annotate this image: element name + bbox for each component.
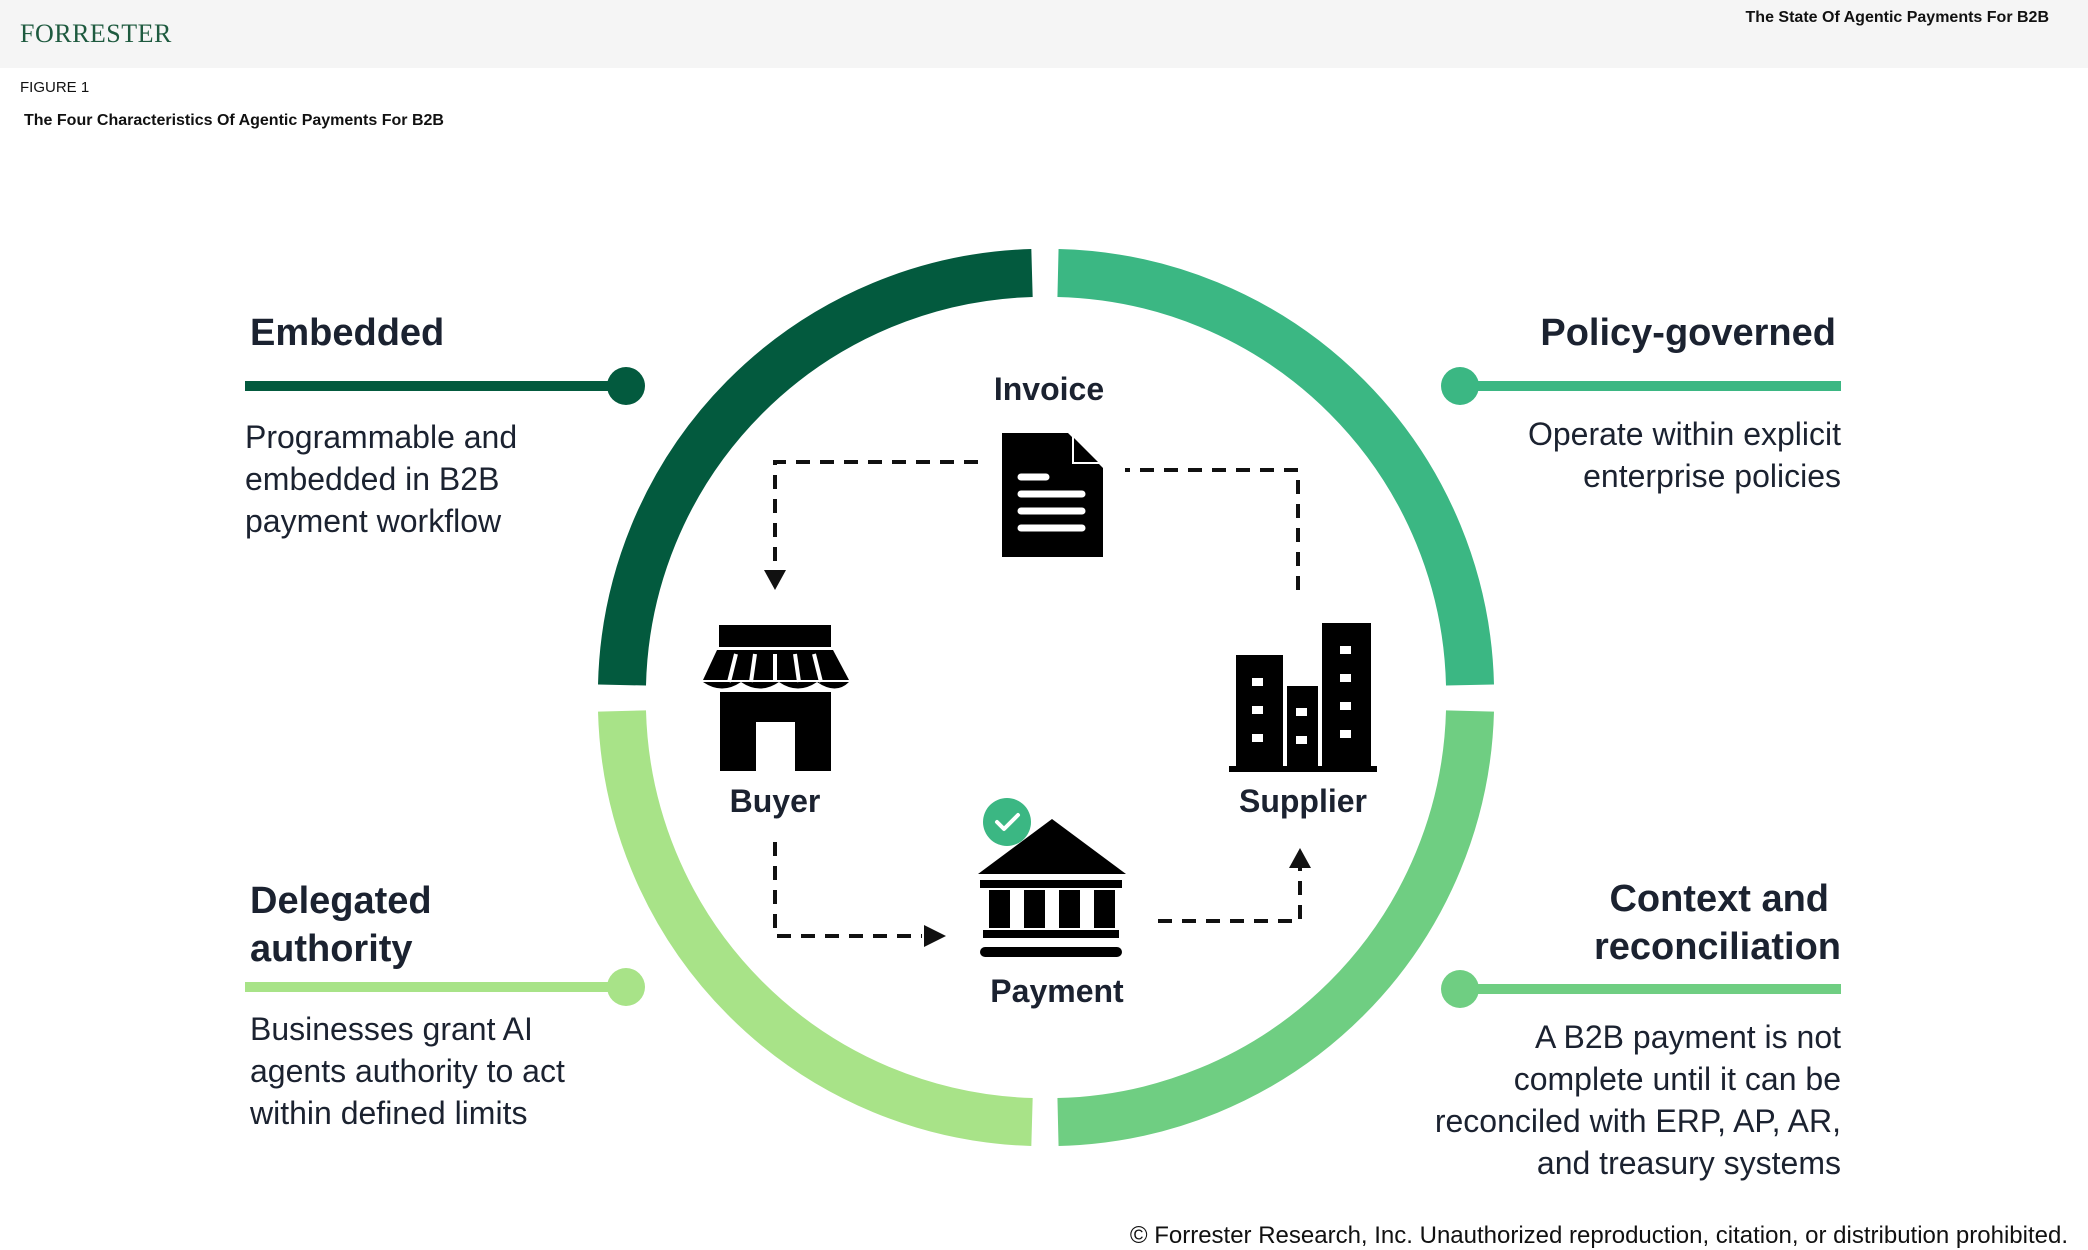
context-heading-line: Context and	[1609, 878, 1829, 920]
figure-label: FIGURE 1	[20, 79, 90, 96]
arrowhead-buyer	[764, 570, 786, 590]
forrester-logo: FORRESTER	[20, 19, 172, 48]
arrowhead-payment	[924, 925, 946, 947]
delegated-desc-line: agents authority to act	[250, 1053, 565, 1089]
buildings-icon	[1229, 623, 1377, 772]
embedded-heading: Embedded	[250, 312, 445, 354]
embedded-desc-line: embedded in B2B	[245, 461, 500, 497]
context-heading-line: reconciliation	[1593, 926, 1841, 968]
ring-embedded-arc	[598, 249, 1033, 686]
policy-governed-description: Operate within explicit enterprise polic…	[1528, 413, 1841, 497]
delegated-desc-line: Businesses grant AI	[250, 1011, 533, 1047]
context-desc-line: reconciled with ERP, AP, AR,	[1434, 1103, 1841, 1139]
arrow-buyer-to-payment	[773, 842, 922, 938]
delegated-desc-line: within defined limits	[250, 1095, 528, 1131]
context-desc-line: A B2B payment is not	[1535, 1019, 1841, 1055]
figure-title: The Four Characteristics Of Agentic Paym…	[24, 112, 444, 129]
context-reconciliation-heading: Context and reconciliation	[1594, 875, 1841, 971]
bank-icon	[978, 819, 1126, 957]
context-connector	[1441, 970, 1841, 1008]
document-icon	[1002, 433, 1103, 557]
payment-label: Payment	[990, 973, 1124, 1009]
context-desc-line: and treasury systems	[1536, 1145, 1841, 1181]
supplier-label: Supplier	[1238, 783, 1367, 819]
buyer-label: Buyer	[729, 783, 821, 819]
embedded-desc-line: Programmable and	[245, 419, 518, 455]
arrow-payment-to-supplier	[1158, 868, 1302, 923]
copyright-notice: © Forrester Research, Inc. Unauthorized …	[1129, 1222, 2068, 1249]
arrow-invoice-to-buyer	[773, 460, 978, 568]
policy-desc-line: enterprise policies	[1583, 458, 1841, 494]
checkmark-icon	[983, 798, 1031, 846]
arrowhead-supplier	[1289, 848, 1311, 868]
ring-delegated-arc	[598, 710, 1033, 1146]
ring-context-arc	[1057, 710, 1494, 1146]
delegated-connector	[245, 968, 645, 1006]
delegated-authority-description: Businesses grant AI agents authority to …	[250, 1008, 565, 1134]
embedded-desc-line: payment workflow	[245, 503, 502, 539]
context-desc-line: complete until it can be	[1513, 1061, 1841, 1097]
policy-desc-line: Operate within explicit	[1527, 416, 1841, 452]
arrow-supplier-to-invoice	[1125, 468, 1300, 590]
header-bar: FORRESTER The State Of Agentic Payments …	[0, 0, 2088, 68]
delegated-heading-line: authority	[250, 928, 413, 970]
embedded-description: Programmable and embedded in B2B payment…	[245, 416, 517, 542]
embedded-connector	[245, 367, 645, 405]
delegated-heading-line: Delegated	[250, 880, 432, 922]
context-reconciliation-description: A B2B payment is not complete until it c…	[1435, 1016, 1841, 1184]
storefront-icon	[703, 625, 849, 771]
invoice-label: Invoice	[993, 371, 1105, 407]
report-title: The State Of Agentic Payments For B2B	[1745, 9, 2049, 26]
policy-governed-heading: Policy-governed	[1540, 312, 1836, 354]
delegated-authority-heading: Delegated authority	[250, 877, 432, 973]
policy-connector	[1441, 367, 1841, 405]
ring-policy-arc	[1057, 249, 1494, 686]
